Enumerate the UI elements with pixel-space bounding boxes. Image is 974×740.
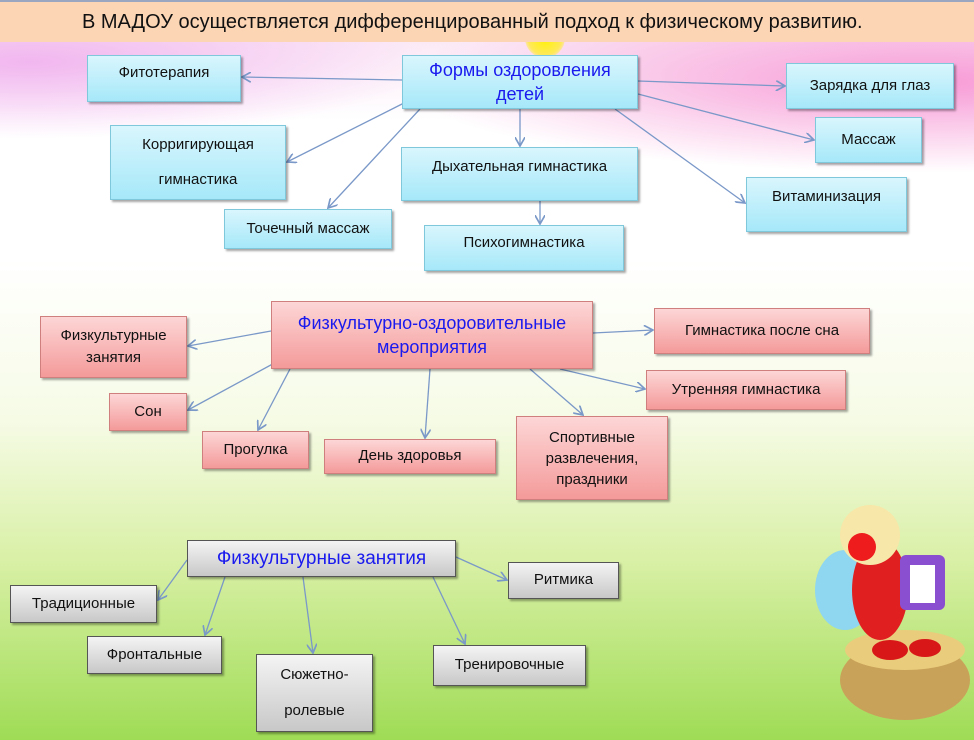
classes-item: Фронтальные — [87, 636, 222, 674]
health-item: Витаминизация — [746, 177, 907, 232]
health-item: Дыхательная гимнастика — [401, 147, 638, 201]
item-label: Сюжетно-ролевые — [280, 666, 349, 719]
item-label: Утренняя гимнастика — [671, 380, 821, 398]
classes-hub-label: Физкультурные занятия — [216, 547, 427, 569]
events-item: Утренняя гимнастика — [646, 370, 846, 410]
item-label: Зарядка для глаз — [809, 76, 931, 94]
item-label: Физкультурные занятия — [60, 327, 167, 366]
item-label: Спортивные развлечения, праздники — [545, 428, 639, 488]
item-label: Психогимнастика — [463, 234, 585, 251]
events-item: Спортивные развлечения, праздники — [516, 416, 668, 500]
health-hub-label: Формы оздоровления детей — [429, 59, 611, 104]
events-item: Гимнастика после сна — [654, 308, 870, 354]
health-item: Психогимнастика — [424, 225, 624, 271]
health-item: Массаж — [815, 117, 922, 163]
item-label: Традиционные — [31, 594, 136, 612]
item-label: Точечный массаж — [246, 219, 370, 237]
item-label: Прогулка — [223, 440, 288, 458]
item-label: Фитотерапия — [118, 64, 210, 81]
item-label: Ритмика — [533, 571, 594, 589]
item-label: Гимнастика после сна — [684, 321, 840, 339]
health-hub: Формы оздоровления детей — [402, 55, 638, 109]
slide-title: В МАДОУ осуществляется дифференцированны… — [82, 11, 863, 33]
health-item: Фитотерапия — [87, 55, 241, 102]
item-label: Тренировочные — [454, 656, 565, 674]
item-label: Фронтальные — [106, 645, 203, 663]
classes-item: Ритмика — [508, 562, 619, 599]
item-label: Массаж — [841, 130, 896, 148]
events-item: Сон — [109, 393, 187, 431]
item-label: День здоровья — [358, 447, 462, 465]
classes-item: Сюжетно-ролевые — [256, 654, 373, 732]
health-item: Зарядка для глаз — [786, 63, 954, 109]
item-label: Сон — [134, 402, 162, 420]
events-hub-label: Физкультурно-оздоровительные мероприятия — [297, 312, 567, 357]
item-label: Дыхательная гимнастика — [431, 158, 608, 175]
classes-item: Тренировочные — [433, 645, 586, 686]
item-label: Витаминизация — [771, 188, 882, 205]
slide-header: В МАДОУ осуществляется дифференцированны… — [0, 0, 974, 42]
events-item: Физкультурные занятия — [40, 316, 187, 378]
item-label: Корригирующая гимнастика — [142, 136, 254, 188]
health-item: Точечный массаж — [224, 209, 392, 249]
events-item: День здоровья — [324, 439, 496, 474]
classes-item: Традиционные — [10, 585, 157, 623]
health-item: Корригирующая гимнастика — [110, 125, 286, 200]
classes-hub: Физкультурные занятия — [187, 540, 456, 577]
events-item: Прогулка — [202, 431, 309, 469]
events-hub: Физкультурно-оздоровительные мероприятия — [271, 301, 593, 369]
sun-decoration — [525, 38, 565, 58]
